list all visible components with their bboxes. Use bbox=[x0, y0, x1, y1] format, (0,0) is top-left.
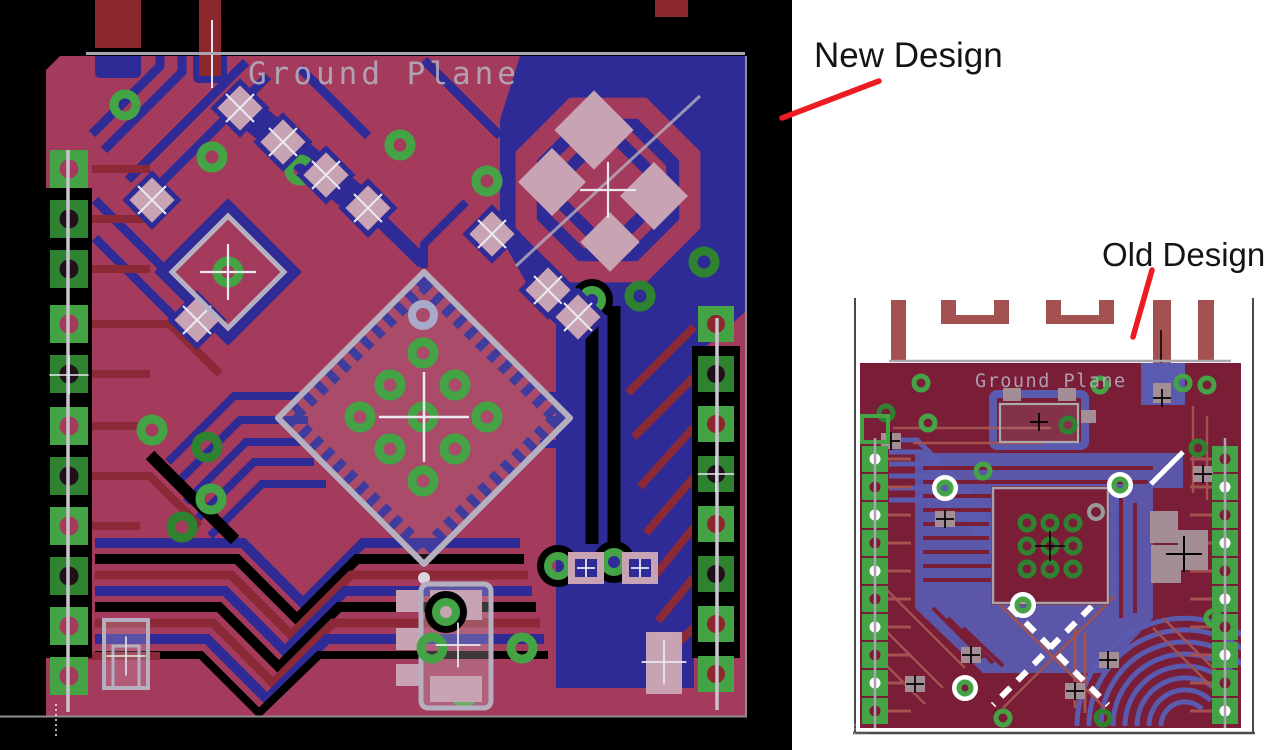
screenshot-frame bbox=[853, 298, 1255, 736]
old-top-component bbox=[998, 383, 1172, 444]
chip-top-via bbox=[408, 300, 438, 330]
new-design-pcb-screenshot: Ground Plane bbox=[0, 0, 792, 750]
dimension-tick bbox=[853, 724, 867, 736]
new-board-ground-plane-label: Ground Plane bbox=[248, 56, 520, 92]
old-board-ground-plane-label: Ground Plane bbox=[975, 371, 1127, 392]
right-pin-header bbox=[692, 306, 740, 710]
annotation-line-new bbox=[779, 78, 882, 121]
old-design-label: Old Design bbox=[1102, 236, 1266, 273]
left-pin-header bbox=[44, 150, 92, 712]
old-center-chip bbox=[991, 486, 1110, 605]
bottom-components bbox=[88, 552, 688, 711]
old-right-pin-header bbox=[1212, 438, 1238, 728]
old-top-connector-pads bbox=[891, 300, 1214, 496]
old-large-pads bbox=[1150, 511, 1208, 583]
old-left-pin-header bbox=[860, 414, 890, 728]
chip-crosshair bbox=[379, 372, 469, 462]
new-design-label: New Design bbox=[814, 36, 1003, 75]
center-qfn-chip bbox=[275, 269, 573, 584]
component-outline-upper-left bbox=[168, 212, 288, 332]
old-design-pcb-screenshot: Ground Plane bbox=[853, 298, 1255, 736]
silkscreen bbox=[0, 52, 747, 738]
keepout-traces bbox=[585, 306, 621, 556]
old-trace-texture bbox=[923, 466, 1153, 668]
top-connector-pads bbox=[95, 0, 688, 88]
